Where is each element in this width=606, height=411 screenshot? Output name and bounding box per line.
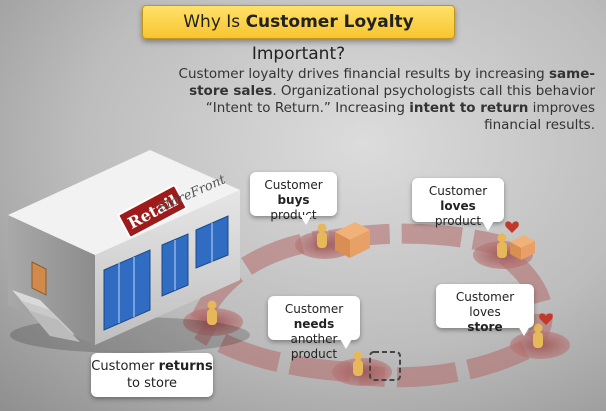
intro-part-1: Customer loyalty drives financial result… [178,66,550,82]
loves-product-bold: loves [440,199,476,213]
customer-figure-buys [317,223,327,248]
buys-bold: buys [277,193,310,207]
needs-pre: Customer [284,302,344,316]
missing-product-icon [369,351,401,381]
needs-post: another product [290,332,338,361]
bubble-customer-loves-store: Customer loves store [436,284,534,336]
intro-bold-1: same-store sales [189,66,595,99]
loves-product-post: product [434,214,482,228]
title-prefix: Why Is [183,12,246,32]
title-banner: Why Is Customer Loyalty Important? [142,5,455,64]
product-box-small-icon [510,235,535,260]
intro-part-3: improves financial results. [484,100,595,133]
bubble-customer-buys: Customer buys product [250,172,337,225]
title-bold: Customer Loyalty [245,12,414,32]
heart-icon-store [539,313,553,325]
product-box-icon [335,222,370,258]
buys-pre: Customer [264,178,323,192]
customer-figure-returns [207,300,217,325]
bubble-customer-needs: Customer needs another product [268,296,360,361]
customer-figure-needs [353,351,363,376]
loves-store-bold: store [467,320,503,334]
bubble-customer-loves-product: Customer loves product [412,178,504,231]
returns-pre: Customer [91,359,159,374]
heart-icon [505,221,519,233]
intro-part-2: . Organizational psychologists call this… [205,83,595,116]
store-building [8,150,250,353]
loves-store-pre: Customer loves [455,290,515,319]
customer-figure-loves-store [533,323,543,348]
loves-product-pre: Customer [428,184,488,198]
intro-text: Customer loyalty drives financial result… [155,66,595,134]
returns-bold: returns [158,359,213,374]
returns-post: to store [126,376,178,391]
intro-bold-2: intent to return [409,100,529,116]
customer-figure-loves-product [497,233,507,258]
caption-customer-returns: Customer returns to store [91,353,213,397]
needs-bold: needs [293,317,335,331]
title-suffix: Important? [251,44,346,64]
